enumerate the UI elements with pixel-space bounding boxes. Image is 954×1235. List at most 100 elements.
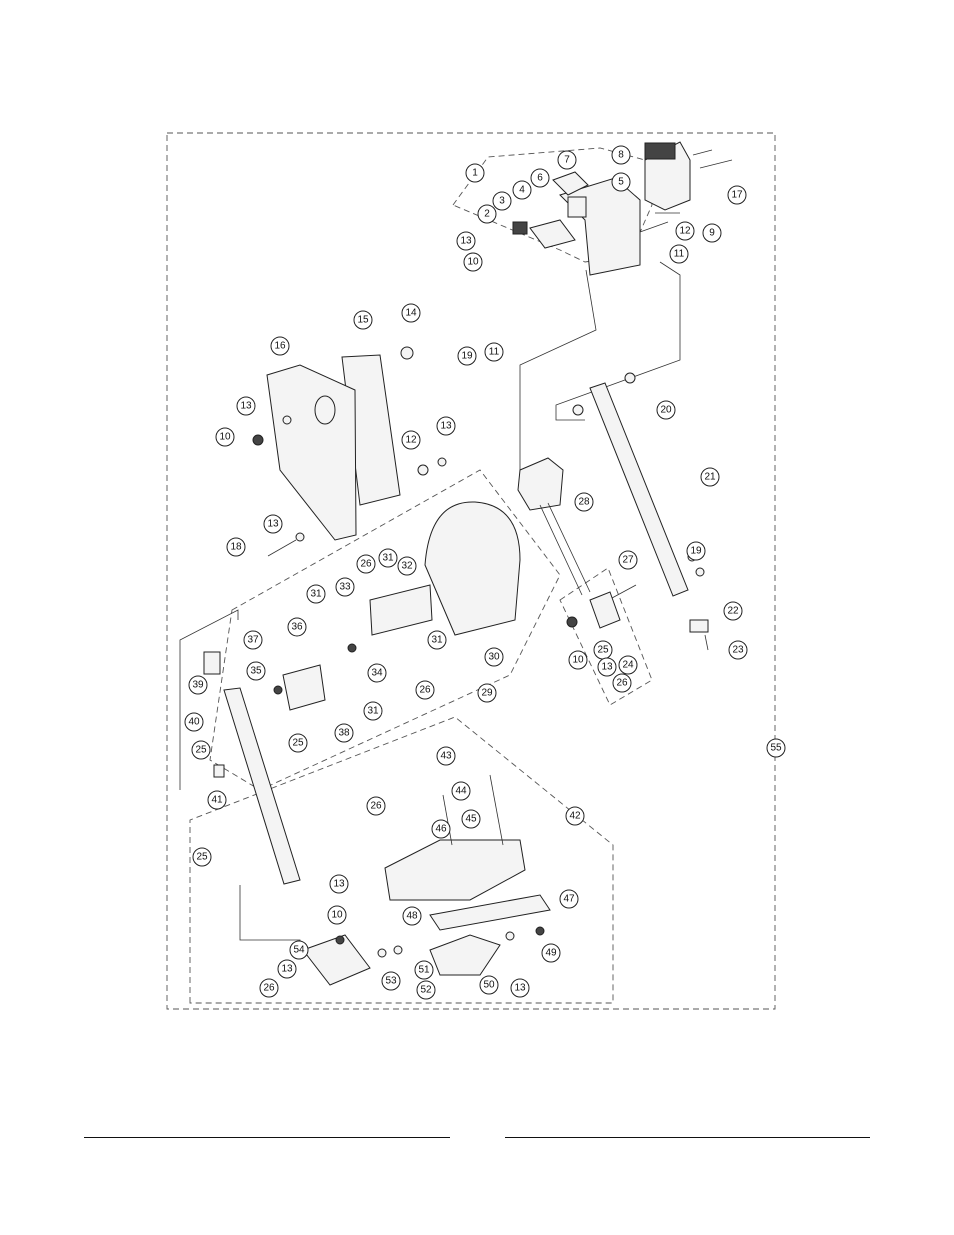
nut-35 — [274, 686, 282, 694]
callout-number: 10 — [572, 655, 584, 666]
washer-13b — [438, 458, 446, 466]
callout-number: 16 — [274, 341, 286, 352]
callout-42: 42 — [566, 807, 584, 825]
callout-16: 16 — [271, 337, 289, 355]
callout-47: 47 — [560, 890, 578, 908]
callout-number: 49 — [545, 948, 557, 959]
callout-number: 42 — [569, 811, 581, 822]
callout-55: 55 — [767, 739, 785, 757]
callout-6: 6 — [531, 169, 549, 187]
callout-number: 14 — [405, 308, 417, 319]
callout-36: 36 — [288, 618, 306, 636]
callout-number: 13 — [240, 401, 252, 412]
callout-41: 41 — [208, 791, 226, 809]
callout-13: 13 — [457, 232, 475, 250]
connector-line-d — [240, 885, 300, 950]
subassembly-24-boundary — [560, 568, 652, 705]
callout-29: 29 — [478, 684, 496, 702]
callout-32: 32 — [398, 557, 416, 575]
washer-14 — [401, 347, 413, 359]
clamp-25 — [590, 592, 620, 628]
callout-number: 53 — [385, 976, 397, 987]
connector-line-b — [556, 262, 680, 420]
callout-number: 21 — [704, 472, 716, 483]
callout-number: 9 — [709, 228, 715, 239]
callout-number: 13 — [267, 519, 279, 530]
bushing-22 — [690, 620, 708, 632]
callout-12: 12 — [676, 222, 694, 240]
washer-20b — [573, 405, 583, 415]
callout-26-12: 26 — [416, 681, 434, 699]
callout-number: 10 — [331, 910, 343, 921]
callout-35: 35 — [247, 662, 265, 680]
nut-10c — [336, 936, 344, 944]
washer-20a — [625, 373, 635, 383]
callout-39: 39 — [189, 676, 207, 694]
callout-number: 13 — [440, 421, 452, 432]
callout-number: 25 — [292, 738, 304, 749]
callout-number: 41 — [211, 795, 223, 806]
latch-3 — [530, 220, 575, 248]
callout-number: 10 — [467, 257, 479, 268]
callout-number: 12 — [679, 226, 691, 237]
cap-39 — [204, 652, 220, 674]
callout-33: 33 — [336, 578, 354, 596]
callout-13-1: 13 — [237, 397, 255, 415]
callout-43: 43 — [437, 747, 455, 765]
callout-number: 31 — [310, 589, 322, 600]
callout-number: 52 — [420, 985, 432, 996]
bolt-17 — [700, 160, 732, 168]
callout-1: 1 — [466, 164, 484, 182]
washer-13d — [506, 932, 514, 940]
callout-number: 31 — [382, 553, 394, 564]
callout-number: 4 — [519, 185, 525, 196]
hinge-51 — [430, 935, 500, 975]
callout-22: 22 — [724, 602, 742, 620]
callout-8: 8 — [612, 146, 630, 164]
callout-number: 36 — [291, 622, 303, 633]
callout-number: 10 — [219, 432, 231, 443]
callout-number: 31 — [431, 635, 443, 646]
callout-number: 54 — [293, 945, 305, 956]
callout-number: 29 — [481, 688, 493, 699]
callout-number: 30 — [488, 652, 500, 663]
callout-10-19: 10 — [328, 906, 346, 924]
cover-16 — [267, 365, 356, 540]
callout-17: 17 — [728, 186, 746, 204]
bolt-43b — [490, 775, 503, 845]
callout-31-11: 31 — [428, 631, 446, 649]
callout-13-18: 13 — [330, 875, 348, 893]
callout-number: 11 — [674, 249, 685, 260]
callout-7: 7 — [558, 151, 576, 169]
callout-number: 11 — [489, 347, 500, 358]
callout-number: 25 — [196, 852, 208, 863]
callout-26-9: 26 — [357, 555, 375, 573]
callout-number: 26 — [360, 559, 372, 570]
pad-30 — [425, 502, 520, 635]
callout-40: 40 — [185, 713, 203, 731]
footer-rule-right — [505, 1137, 870, 1138]
callout-number: 13 — [460, 236, 472, 247]
callout-20: 20 — [657, 401, 675, 419]
callout-number: 1 — [472, 168, 478, 179]
callout-number: 33 — [339, 582, 351, 593]
callout-number: 20 — [660, 405, 672, 416]
bolt-27 — [612, 585, 636, 598]
callout-49: 49 — [542, 944, 560, 962]
callout-number: 46 — [435, 824, 447, 835]
callout-number: 43 — [440, 751, 452, 762]
callout-34: 34 — [368, 664, 386, 682]
callout-11: 11 — [670, 245, 688, 263]
callout-13-21: 13 — [278, 960, 296, 978]
callout-50: 50 — [480, 976, 498, 994]
rail-41 — [224, 688, 300, 884]
callout-19-6: 19 — [687, 542, 705, 560]
callout-number: 2 — [484, 209, 490, 220]
callout-19: 19 — [458, 347, 476, 365]
actuator-rod-28 — [540, 505, 582, 595]
washer-53a — [378, 949, 386, 957]
washer-13c — [296, 533, 304, 541]
callout-18: 18 — [227, 538, 245, 556]
callout-53: 53 — [382, 972, 400, 990]
callout-51: 51 — [415, 961, 433, 979]
